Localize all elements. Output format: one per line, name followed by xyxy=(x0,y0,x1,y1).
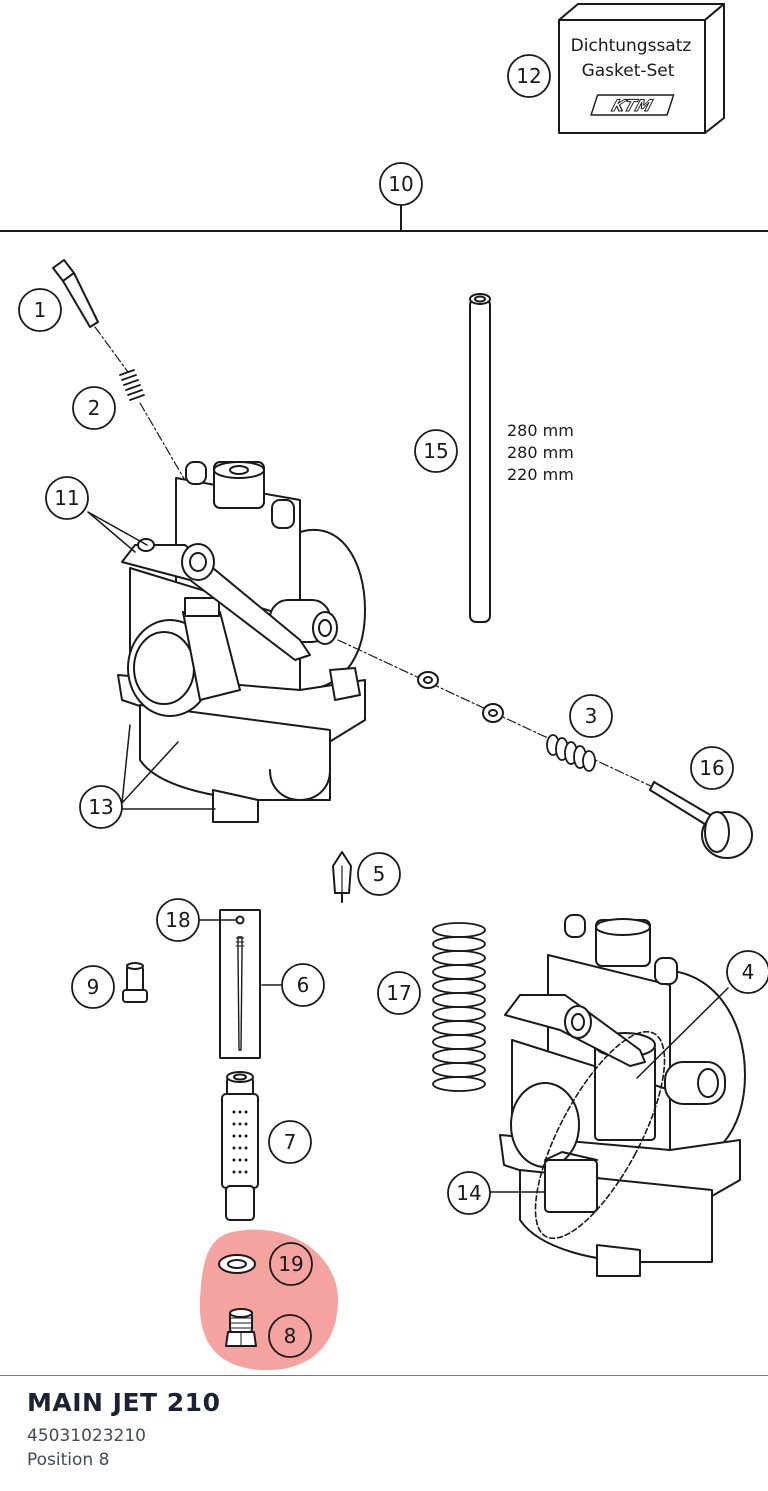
svg-text:KTM: KTM xyxy=(610,96,655,115)
carburetor-cutaway-body[interactable] xyxy=(499,914,746,1277)
part-info-footer xyxy=(0,1376,768,1491)
part-1-axis-line xyxy=(94,326,129,373)
gasket-set-box[interactable]: KTM xyxy=(558,3,725,134)
callout-7[interactable]: 7 xyxy=(284,1130,297,1154)
callout-5[interactable]: 5 xyxy=(373,862,386,886)
part-7-needle-jet[interactable] xyxy=(221,1071,259,1221)
part-number: 45031023210 xyxy=(27,1426,146,1446)
part-title: MAIN JET 210 xyxy=(27,1388,221,1417)
exploded-parts-diagram: KTM xyxy=(0,3,768,1376)
o-ring-washer[interactable] xyxy=(417,671,439,689)
callout-4[interactable]: 4 xyxy=(742,960,755,984)
callout-13[interactable]: 13 xyxy=(88,795,113,819)
small-washer[interactable] xyxy=(482,703,504,723)
callout-19[interactable]: 19 xyxy=(278,1252,303,1276)
callout-1[interactable]: 1 xyxy=(34,298,47,322)
carburetor-main-body[interactable] xyxy=(117,461,366,823)
callout-numbers: 12 10 1 2 15 11 3 16 13 5 18 4 6 9 17 7 … xyxy=(34,64,755,1348)
callout-leader-lines xyxy=(87,511,729,1193)
ktm-logo: KTM xyxy=(590,94,675,116)
callout-10[interactable]: 10 xyxy=(388,172,413,196)
rod-length-1: 280 mm xyxy=(507,421,574,440)
callout-17[interactable]: 17 xyxy=(386,981,411,1005)
callout-2[interactable]: 2 xyxy=(88,396,101,420)
callout-6[interactable]: 6 xyxy=(297,973,310,997)
callout-8[interactable]: 8 xyxy=(284,1324,297,1348)
callout-18[interactable]: 18 xyxy=(165,908,190,932)
highlight-region xyxy=(199,1229,338,1371)
gasket-set-label-en: Gasket-Set xyxy=(582,61,675,81)
callout-3[interactable]: 3 xyxy=(585,704,598,728)
gasket-set-label-de: Dichtungssatz xyxy=(571,36,692,56)
part-2-spring[interactable] xyxy=(119,369,145,401)
part-6-jet-needle[interactable] xyxy=(235,915,245,1051)
callout-11[interactable]: 11 xyxy=(54,486,79,510)
slide-assembly-dashed-outline xyxy=(534,1030,666,1240)
callout-16[interactable]: 16 xyxy=(699,756,724,780)
part-8-main-jet[interactable] xyxy=(225,1308,257,1347)
callout-12[interactable]: 12 xyxy=(516,64,541,88)
callout-15[interactable]: 15 xyxy=(423,439,448,463)
part-2-axis-line xyxy=(139,402,187,483)
part-16-pilot-screw[interactable] xyxy=(649,781,753,859)
part-3-spring[interactable] xyxy=(546,734,596,772)
part-15-rod[interactable] xyxy=(469,293,491,623)
callout-circles xyxy=(18,54,768,1358)
part-18-clip[interactable] xyxy=(235,915,245,925)
rod-length-3: 220 mm xyxy=(507,465,574,484)
callout-9[interactable]: 9 xyxy=(87,975,100,999)
part-19-washer[interactable] xyxy=(218,1254,256,1274)
rod-length-2: 280 mm xyxy=(507,443,574,462)
callout-14[interactable]: 14 xyxy=(456,1181,481,1205)
part-14-float[interactable] xyxy=(544,1159,598,1213)
part-5-needle-valve[interactable] xyxy=(332,851,352,903)
part-17-spring[interactable] xyxy=(432,922,486,1092)
part-1-screw[interactable] xyxy=(52,259,99,328)
part-9-jet-holder[interactable] xyxy=(122,962,148,1003)
part-position: Position 8 xyxy=(27,1450,110,1470)
